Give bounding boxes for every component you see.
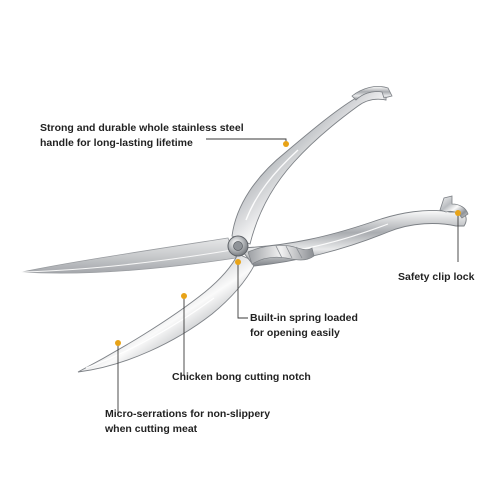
spring: [247, 244, 315, 265]
callout-dot-icon: [115, 340, 121, 346]
callout-handle-line-2: handle for long-lasting lifetime: [40, 137, 193, 149]
callout-spring-line-1: Built-in spring loaded: [250, 312, 358, 324]
callout-safety-clip: Safety clip lock: [398, 270, 474, 285]
callout-dot-icon: [181, 293, 187, 299]
callout-dots: [115, 141, 461, 346]
callout-safety-clip-line-1: Safety clip lock: [398, 271, 475, 283]
callout-dot-icon: [455, 210, 461, 216]
callout-handle-line-1: Strong and durable whole stainless steel: [40, 122, 244, 134]
leader-line-spring: [237, 262, 248, 319]
straight-blade: [21, 237, 237, 274]
callout-dot-icon: [235, 259, 241, 265]
upper-handle: [231, 86, 393, 245]
callout-dot-icon: [283, 141, 289, 147]
callout-serrations-line-1: Micro-serrations for non-slippery: [105, 408, 271, 420]
callout-handle: Strong and durable whole stainless steel…: [40, 121, 244, 151]
callout-serrations: Micro-serrations for non-slippery when c…: [105, 407, 270, 437]
callout-notch-line-1: Chicken bong cutting notch: [172, 371, 311, 383]
callout-spring-line-2: for opening easily: [250, 327, 340, 339]
callout-spring: Built-in spring loaded for opening easil…: [250, 311, 358, 341]
pivot-screw: [227, 235, 249, 257]
callout-notch: Chicken bong cutting notch: [172, 370, 311, 385]
callout-serrations-line-2: when cutting meat: [105, 423, 198, 435]
